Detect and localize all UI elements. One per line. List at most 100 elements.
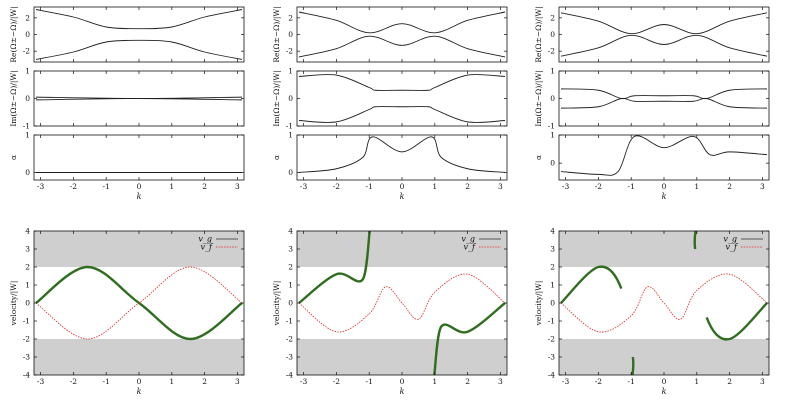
col1-imag-part-curves bbox=[35, 96, 243, 101]
col2-velocity-ytick-label: -3 bbox=[286, 353, 294, 362]
col1-velocity-band-top bbox=[34, 231, 244, 267]
col3-imag-part-ytick-label: 0 bbox=[550, 94, 555, 103]
col1-velocity-curves bbox=[35, 265, 243, 341]
col2-velocity-ytick-label: 4 bbox=[288, 227, 293, 236]
col2-real-part-ytick-label: -2 bbox=[286, 47, 294, 56]
col3-alpha-xtick-label: 1 bbox=[694, 182, 699, 191]
col3-velocity-xtick-label: 2 bbox=[727, 377, 732, 386]
col3-velocity-ylabel: velocity/|W| bbox=[534, 281, 543, 327]
col2-real-part-ylabel: Re(Ω±−Ω)/|W| bbox=[272, 6, 281, 62]
col3-alpha-curves bbox=[560, 135, 768, 176]
col2-velocity-xtick-label: -3 bbox=[300, 377, 308, 386]
col2-alpha-xtick-label: 1 bbox=[432, 182, 437, 191]
col3-imag-part-series-curve-2 bbox=[560, 97, 768, 109]
col3-velocity-ytick-label: 2 bbox=[550, 263, 555, 272]
col2-real-part-ytick-label: 0 bbox=[288, 30, 293, 39]
col1-real-part-ylabel: Re(Ω±−Ω)/|W| bbox=[9, 6, 18, 62]
col2-real-part-series-curve-2 bbox=[298, 35, 506, 58]
col3-alpha-xtick-label: -3 bbox=[562, 182, 570, 191]
col2-alpha-xtick-label: -1 bbox=[366, 182, 373, 191]
col3-velocity-band-top bbox=[559, 231, 769, 267]
col2-velocity-ytick-label: -1 bbox=[286, 317, 293, 326]
col2-alpha-ytick-label: 0 bbox=[288, 168, 293, 177]
col1-alpha-ytick-label: 0 bbox=[25, 168, 30, 177]
col3-alpha-xtick-label: 2 bbox=[727, 182, 732, 191]
col3-velocity-ytick-label: -3 bbox=[548, 353, 556, 362]
col1-real-part-curves bbox=[35, 9, 243, 60]
col3-real-part-series-curve-2 bbox=[560, 34, 768, 57]
col3-alpha-xtick-label: -1 bbox=[628, 182, 635, 191]
col1-velocity-ylabel: velocity/|W| bbox=[9, 281, 18, 327]
col3-imag-part-ylabel: Im(Ω±−Ω)/|W| bbox=[534, 70, 543, 126]
col1-alpha-frame bbox=[33, 134, 245, 181]
col3-velocity-xtick-label: 3 bbox=[760, 377, 765, 386]
col3-alpha-series-curve-1 bbox=[560, 135, 768, 176]
col3-real-part-curves bbox=[560, 12, 768, 57]
col2-velocity-xtick-label: 3 bbox=[498, 377, 503, 386]
col3-velocity-legend-label-v_g: v_g bbox=[723, 235, 737, 244]
col2-real-part-ytick-label: 2 bbox=[288, 13, 293, 22]
col1-real-part-ytick-label: -2 bbox=[23, 47, 31, 56]
col1-velocity-ytick-label: 3 bbox=[25, 245, 30, 254]
col3-velocity-legend-label-v_f: v_f bbox=[726, 243, 740, 252]
col1-imag-part-ylabel: Im(Ω±−Ω)/|W| bbox=[9, 70, 18, 126]
col1-imag-part-series-curve-2 bbox=[35, 98, 243, 101]
col1-real-part-ytick-label: 2 bbox=[25, 13, 30, 22]
col1-velocity-legend: v_gv_f bbox=[198, 235, 238, 252]
col3-alpha-xtick-label: 0 bbox=[662, 182, 667, 191]
col1-imag-part-ytick-label: 0 bbox=[25, 94, 30, 103]
col3-real-part-ytick-label: 2 bbox=[550, 13, 555, 22]
col1-alpha-xtick-label: 2 bbox=[202, 182, 207, 191]
col2-imag-part-curves bbox=[298, 74, 506, 123]
col2-imag-part-series-curve-2 bbox=[298, 106, 506, 123]
col3-alpha-xlabel: k bbox=[662, 192, 667, 201]
col2-imag-part-frame bbox=[296, 70, 508, 127]
col1-velocity-ytick-label: -3 bbox=[23, 353, 31, 362]
col2-velocity-ytick-label: 2 bbox=[288, 263, 293, 272]
col2-alpha-series-curve-1 bbox=[298, 136, 506, 173]
col2-alpha-ylabel: α bbox=[272, 155, 281, 160]
col1-velocity-ytick-label: -1 bbox=[23, 317, 30, 326]
col1-velocity-ytick-label: -4 bbox=[23, 371, 31, 380]
col2-velocity-ytick-label: -2 bbox=[286, 335, 294, 344]
col2-velocity-xtick-label: 0 bbox=[400, 377, 405, 386]
col2-real-part-series-curve-1 bbox=[298, 11, 506, 34]
col2-real-part-curves bbox=[298, 11, 506, 58]
col3-alpha-frame bbox=[558, 134, 770, 181]
col1-alpha-xtick-label: 1 bbox=[169, 182, 174, 191]
col1-imag-part-ytick-label: 1 bbox=[25, 67, 30, 76]
col2-imag-part-ytick-label: -1 bbox=[286, 122, 293, 131]
col2-velocity-xtick-label: 1 bbox=[432, 377, 437, 386]
col3-velocity-xtick-label: 1 bbox=[694, 377, 699, 386]
col2-real-part-panel: -2 0 2 Re(Ω±−Ω)/|W| bbox=[272, 6, 508, 63]
col3-imag-part-ytick-label: 1 bbox=[550, 67, 555, 76]
col2-velocity-ytick-label: 3 bbox=[288, 245, 293, 254]
col2-alpha-xtick-label: 0 bbox=[400, 182, 405, 191]
col2-velocity-series-v_g bbox=[298, 231, 506, 375]
col2-velocity-curves bbox=[298, 231, 506, 375]
col3-velocity-xtick-label: -1 bbox=[628, 377, 635, 386]
col1-alpha-ylabel: α bbox=[9, 155, 18, 160]
col3-alpha-ytick-label: 1 bbox=[550, 131, 555, 140]
col1-velocity-xtick-label: 0 bbox=[137, 377, 142, 386]
col3-velocity-legend: v_gv_f bbox=[723, 235, 763, 252]
col2-alpha-curves bbox=[298, 136, 506, 173]
col2-velocity-ylabel: velocity/|W| bbox=[272, 281, 281, 327]
col1-velocity-ytick-label: 4 bbox=[25, 227, 30, 236]
col2-velocity-xtick-label: -1 bbox=[366, 377, 373, 386]
col2-velocity-legend-label-v_g: v_g bbox=[461, 235, 475, 244]
col2-velocity-series-v_f bbox=[298, 273, 506, 333]
col3-real-part-ylabel: Re(Ω±−Ω)/|W| bbox=[534, 6, 543, 62]
col3-velocity-series-v_f bbox=[560, 273, 768, 333]
col1-velocity-xtick-label: -3 bbox=[37, 377, 45, 386]
col3-alpha-ylabel: α bbox=[534, 155, 543, 160]
